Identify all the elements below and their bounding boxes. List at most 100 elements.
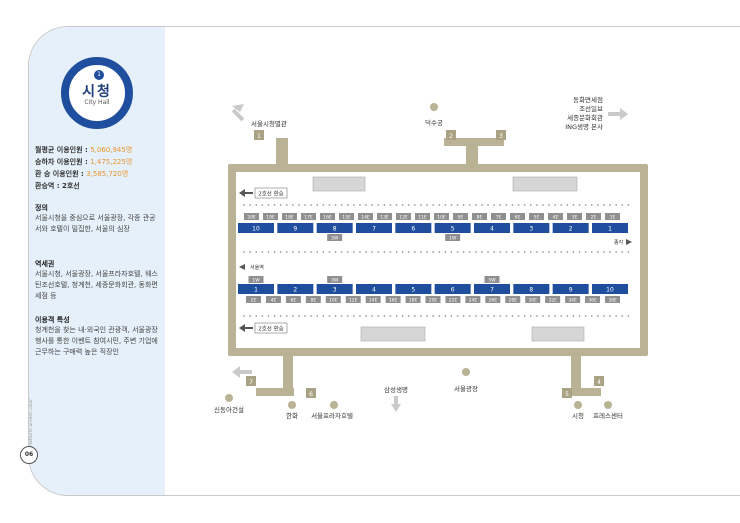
door-label: 15E bbox=[342, 215, 351, 221]
station-badge: 1 시청 City Hall bbox=[61, 57, 133, 129]
door-box bbox=[358, 213, 373, 220]
plaza-dot bbox=[462, 368, 470, 376]
door-label: 28E bbox=[508, 298, 517, 304]
door-label: 38E bbox=[608, 298, 617, 304]
train-car bbox=[592, 284, 628, 294]
door-label: 34E bbox=[568, 298, 577, 304]
arrow-nw bbox=[232, 104, 244, 112]
svg-text:서울역: 서울역 bbox=[250, 264, 264, 271]
door-box bbox=[327, 276, 343, 283]
train-car bbox=[474, 223, 510, 233]
train-car bbox=[434, 223, 471, 233]
station-name-en: City Hall bbox=[84, 99, 110, 106]
train-car-label: 10 bbox=[606, 287, 614, 294]
stair-bottom-right bbox=[531, 326, 585, 342]
users-title: 이용객 특성 bbox=[35, 316, 70, 324]
label-plaza: 서울광장 bbox=[454, 384, 478, 393]
station-info-sidebar: 1 시청 City Hall 월평균 이용인원 : 5,060,945명 승하차… bbox=[29, 27, 165, 495]
door-label: 18E bbox=[285, 215, 294, 221]
door-box bbox=[405, 296, 421, 303]
door-label: 19E bbox=[266, 215, 275, 221]
exit-4-label: 4 bbox=[597, 379, 601, 386]
door-box bbox=[325, 296, 341, 303]
transfer-sign-bottom: 2호선 환승 bbox=[239, 322, 288, 334]
door-box bbox=[265, 296, 281, 303]
train-car-label: 7 bbox=[372, 226, 376, 233]
label-ne3: 세종문화회관 bbox=[567, 113, 603, 122]
line-number-badge: 1 bbox=[94, 70, 104, 80]
door-label: 6E bbox=[291, 298, 297, 304]
label-ne4: ING생명 본사 bbox=[565, 122, 603, 131]
door-label: 17E bbox=[304, 215, 313, 221]
train-car bbox=[277, 284, 314, 294]
door-label: 36E bbox=[588, 298, 597, 304]
door-label: 3W bbox=[331, 278, 339, 284]
door-label: 8E bbox=[477, 215, 483, 221]
door-label: 5E bbox=[534, 215, 540, 221]
door-label: 16E bbox=[323, 215, 332, 221]
door-box bbox=[565, 296, 581, 303]
train-car-label: 2 bbox=[569, 226, 573, 233]
label-ne1: 동화면세점 bbox=[573, 95, 603, 104]
door-label: 1W bbox=[449, 236, 457, 242]
door-box bbox=[327, 234, 343, 241]
label-press: 프레스센터 bbox=[593, 411, 623, 420]
door-label: 8E bbox=[310, 298, 316, 304]
door-box bbox=[282, 213, 297, 220]
train-car-label: 9 bbox=[569, 287, 573, 294]
door-box bbox=[425, 296, 441, 303]
label-sinhan: 신동아건설 bbox=[214, 405, 244, 414]
door-box bbox=[385, 296, 401, 303]
svg-text:종각: 종각 bbox=[614, 239, 624, 246]
train-car-label: 4 bbox=[490, 226, 494, 233]
door-box bbox=[320, 213, 335, 220]
door-box bbox=[339, 213, 354, 220]
door-label: 3W bbox=[331, 236, 339, 242]
arrow-down bbox=[391, 404, 401, 412]
door-label: 12E bbox=[349, 298, 358, 304]
door-label: 12E bbox=[399, 215, 408, 221]
deoksugung-dot bbox=[430, 103, 438, 111]
train-car bbox=[474, 284, 510, 294]
door-label: 1W bbox=[252, 278, 260, 284]
exit-6-label: 6 bbox=[309, 391, 313, 398]
exit-2-label: 2 bbox=[449, 133, 453, 140]
train-car-label: 1 bbox=[254, 287, 258, 294]
train-car-label: 3 bbox=[333, 287, 337, 294]
door-label: 18E bbox=[409, 298, 418, 304]
door-box bbox=[415, 213, 430, 220]
door-box bbox=[585, 296, 601, 303]
door-box bbox=[345, 296, 361, 303]
door-label: 20E bbox=[429, 298, 438, 304]
door-box bbox=[301, 213, 316, 220]
door-box bbox=[545, 296, 561, 303]
stair-top-left bbox=[312, 176, 366, 192]
train-car-label: 5 bbox=[411, 287, 415, 294]
stat-avg: 월평균 이용인원 : 5,060,945명 bbox=[35, 146, 133, 154]
exit-6-7-corridor bbox=[283, 355, 293, 395]
door-box bbox=[510, 213, 525, 220]
train-car bbox=[238, 284, 274, 294]
train-car bbox=[356, 284, 392, 294]
arrow-w bbox=[232, 366, 240, 378]
door-label: 10E bbox=[437, 215, 446, 221]
stair-top-right bbox=[512, 176, 578, 192]
definition-body: 서울시청을 중심으로 서울광장, 각종 관공서와 호텔이 밀집한, 서울의 심장 bbox=[35, 214, 156, 233]
exit-2-3-corridor bbox=[466, 138, 478, 166]
cityhall-dot bbox=[574, 401, 582, 409]
train-car-label: 2 bbox=[293, 287, 297, 294]
train-car bbox=[592, 223, 628, 233]
door-box bbox=[377, 213, 392, 220]
area-title: 역세권 bbox=[35, 260, 55, 268]
door-label: 4E bbox=[553, 215, 559, 221]
door-label: 6E bbox=[515, 215, 521, 221]
exit-3-label: 3 bbox=[499, 133, 503, 140]
train-car bbox=[513, 223, 550, 233]
train-car bbox=[552, 223, 589, 233]
train-car bbox=[513, 284, 550, 294]
door-box bbox=[485, 296, 501, 303]
door-box bbox=[525, 296, 541, 303]
door-box bbox=[246, 296, 261, 303]
definition-title: 정의 bbox=[35, 204, 48, 212]
train-car-label: 3 bbox=[529, 226, 533, 233]
